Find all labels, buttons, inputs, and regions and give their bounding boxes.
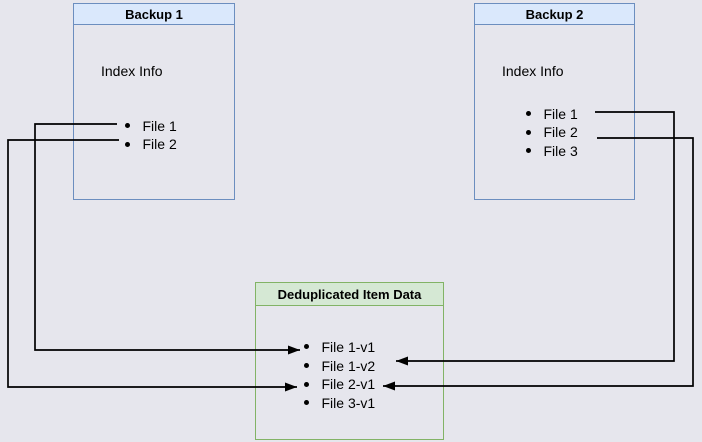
file-label: File 2 [543,124,578,141]
file-label: File 2-v1 [321,376,376,393]
backup1-index-info-label: Index Info [101,63,163,79]
dedup-header: Deduplicated Item Data [256,283,443,306]
file-label: File 3-v1 [321,394,376,411]
file-list-item: File 1 [525,105,578,124]
file-label: File 1 [142,117,177,134]
file-label: File 2 [142,136,177,153]
backup2-title: Backup 2 [525,6,584,22]
bullet-icon [525,148,531,154]
backup1-box: Backup 1 Index Info File 1 File 2 [73,3,235,200]
bullet-icon [525,129,531,135]
dedup-title: Deduplicated Item Data [277,286,422,302]
file-list-item: File 3-v1 [303,394,376,413]
bullet-icon [303,400,309,406]
backup2-header: Backup 2 [475,4,634,25]
bullet-icon [303,344,309,350]
file-list-item: File 1 [124,117,177,136]
backup1-file-list: File 1 File 2 [124,117,177,154]
file-list-item: File 2 [525,123,578,142]
file-label: File 1 [543,105,578,122]
file-label: File 1-v2 [321,357,376,374]
file-list-item: File 1-v2 [303,356,376,375]
file-list-item: File 2-v1 [303,375,376,394]
file-list-item: File 3 [525,142,578,161]
backup2-index-info-label: Index Info [502,63,564,79]
bullet-icon [124,141,130,147]
bullet-icon [124,123,130,129]
file-list-item: File 2 [124,135,177,154]
bullet-icon [303,381,309,387]
bullet-icon [525,111,531,117]
bullet-icon [303,363,309,369]
file-label: File 3 [543,142,578,159]
file-list-item: File 1-v1 [303,338,376,357]
backup1-header: Backup 1 [74,4,234,25]
file-label: File 1-v1 [321,338,376,355]
backup1-title: Backup 1 [125,6,183,22]
